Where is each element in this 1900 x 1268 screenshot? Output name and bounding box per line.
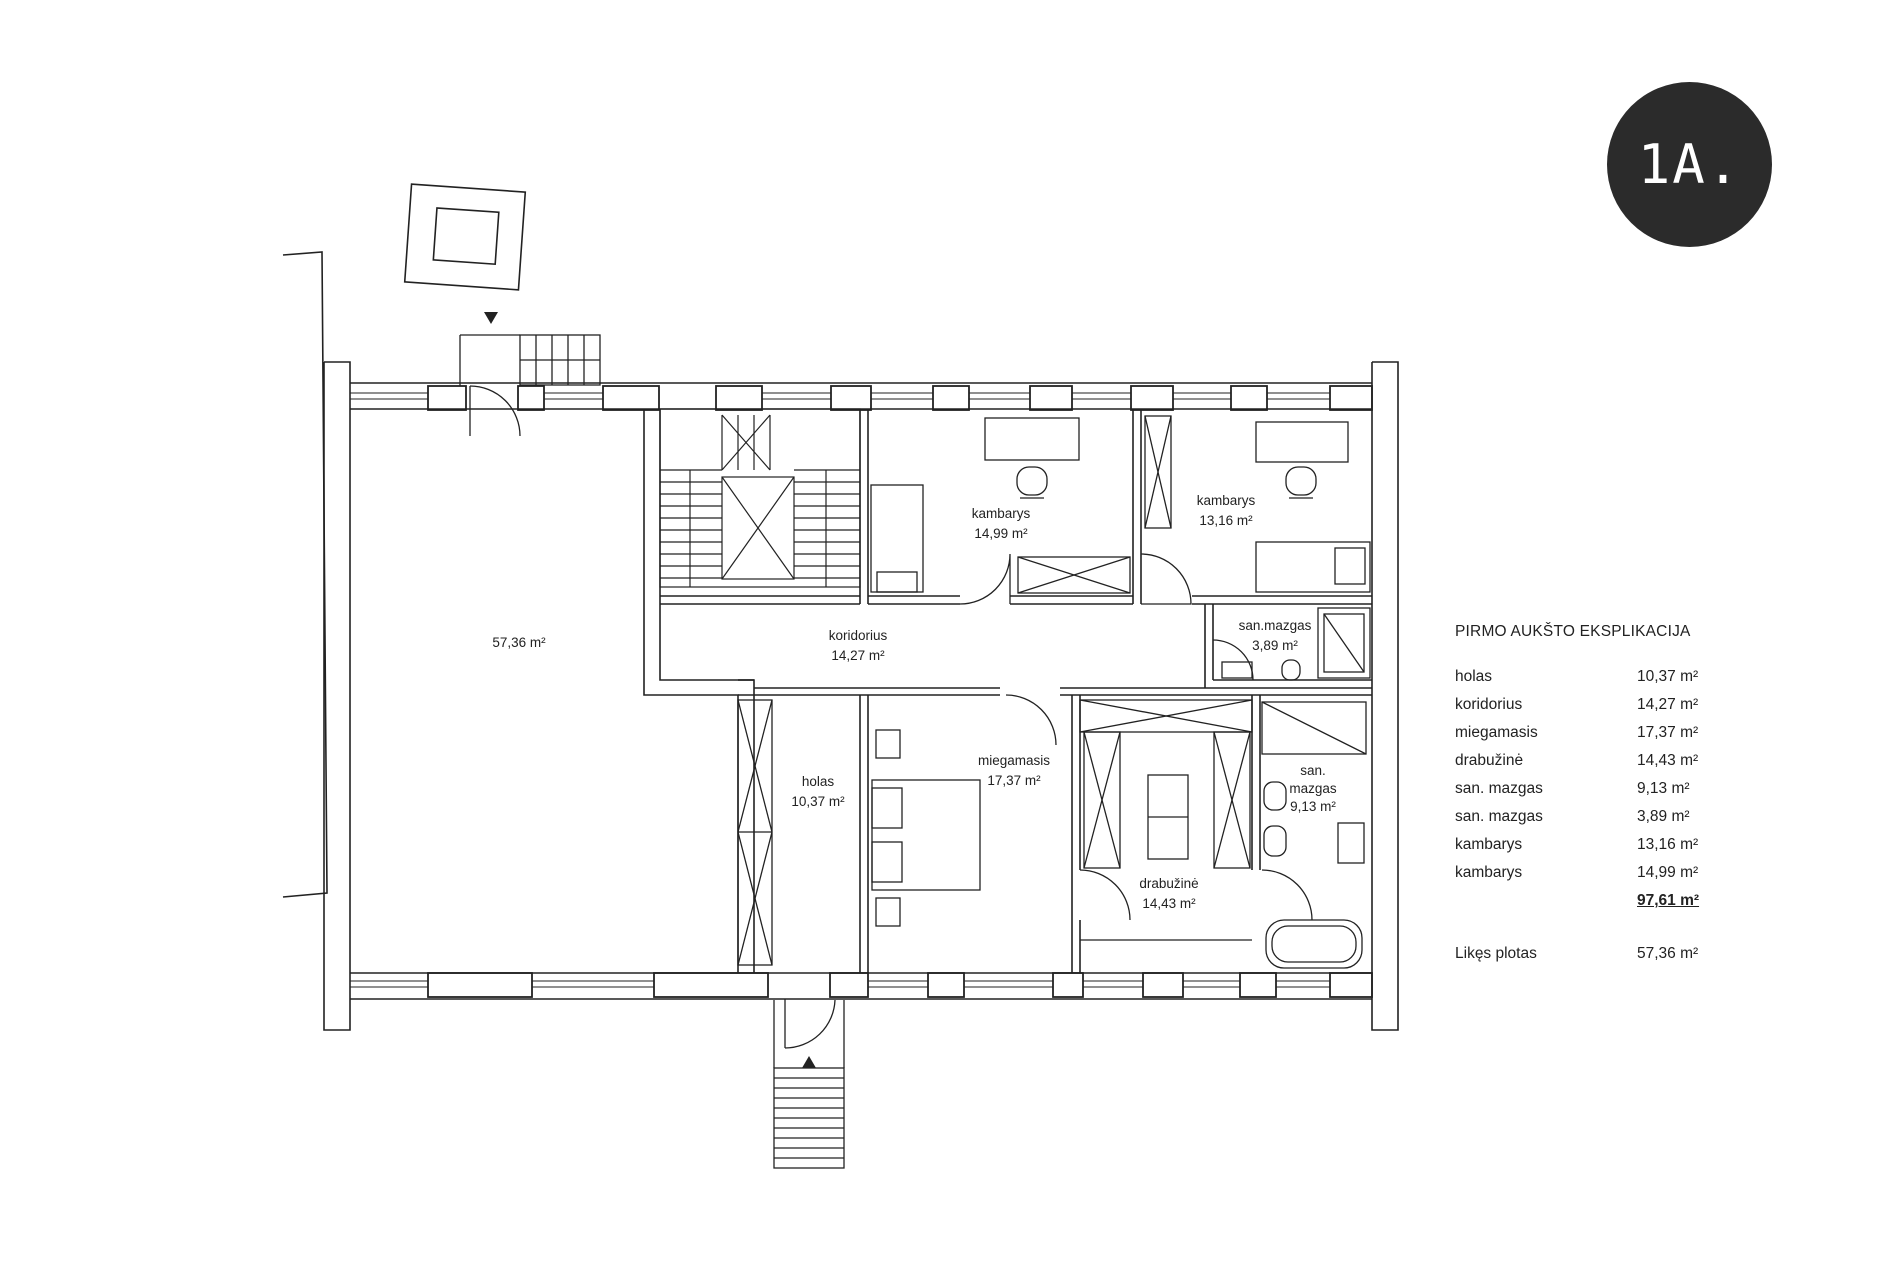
room-labels: 57,36 m² kambarys 14,99 m² kambarys 13,1…: [492, 493, 1337, 911]
internal-stairs: [659, 408, 861, 588]
entry-arrow-up: [802, 1056, 816, 1068]
top-windows: [350, 392, 1330, 400]
room-kambarys-2-name: kambarys: [1197, 493, 1256, 508]
outer-walls: [323, 361, 1399, 1031]
kambarys-2-furniture: [1140, 415, 1371, 605]
legend-title: PIRMO AUKŠTO EKSPLIKACIJA: [1455, 623, 1691, 640]
top-wall-piers: [427, 385, 1373, 411]
room-holas-name: holas: [802, 774, 835, 789]
area-legend: PIRMO AUKŠTO EKSPLIKACIJA holas 10,37 m² k…: [1455, 623, 1725, 963]
bathroom-fixtures: [1261, 701, 1367, 969]
room-miegamasis-area: 17,37 m²: [987, 773, 1041, 788]
site-boundary: [282, 251, 328, 898]
legend-row-label: san. mazgas: [1455, 808, 1543, 825]
legend-row-value: 3,89 m²: [1637, 808, 1690, 825]
legend-row-label: miegamasis: [1455, 724, 1538, 741]
legend-total-row: 97,61 m²: [1455, 887, 1725, 915]
legend-row-label: san. mazgas: [1455, 780, 1543, 797]
room-wc-small-area: 3,89 m²: [1252, 638, 1298, 653]
room-kambarys-1-area: 14,99 m²: [974, 526, 1028, 541]
legend-row: san. mazgas 9,13 m²: [1455, 775, 1725, 803]
legend-row-value: 14,27 m²: [1637, 696, 1699, 713]
room-bath-name-1: san.: [1300, 763, 1326, 778]
legend-row-label: koridorius: [1455, 696, 1523, 713]
legend-row: koridorius 14,27 m²: [1455, 691, 1725, 719]
legend-row-label: kambarys: [1455, 836, 1523, 853]
legend-row-value: 14,43 m²: [1637, 752, 1699, 769]
room-koridorius-area: 14,27 m²: [831, 648, 885, 663]
room-bath-area: 9,13 m²: [1290, 799, 1336, 814]
legend-row-label: kambarys: [1455, 864, 1523, 881]
room-wc-small-name: san.mazgas: [1239, 618, 1312, 633]
room-bath-name-2: mazgas: [1289, 781, 1337, 796]
legend-row: kambarys 14,99 m²: [1455, 859, 1725, 887]
room-miegamasis-name: miegamasis: [978, 753, 1050, 768]
kambarys-1-furniture: [870, 417, 1131, 605]
room-drabuzine-name: drabužinė: [1139, 876, 1198, 891]
legend-row-value: 14,99 m²: [1637, 864, 1699, 881]
legend-rest-label: Likęs plotas: [1455, 945, 1537, 962]
legend-rest-row: Likęs plotas 57,36 m²: [1455, 945, 1725, 963]
bottom-entrance: [773, 999, 845, 1169]
holas-wardrobe: [737, 699, 773, 966]
top-entrance: [459, 334, 601, 437]
drabuzine-furniture: [1079, 699, 1253, 941]
miegamasis-furniture: [871, 694, 1057, 927]
room-holas-area: 10,37 m²: [791, 794, 845, 809]
legend-row: holas 10,37 m²: [1455, 663, 1725, 691]
legend-row-value: 13,16 m²: [1637, 836, 1699, 853]
legend-row: san. mazgas 3,89 m²: [1455, 803, 1725, 831]
legend-rest-value: 57,36 m²: [1637, 945, 1699, 962]
plan-badge: 1A.: [1607, 82, 1772, 247]
legend-row-label: holas: [1455, 668, 1493, 685]
legend-rows: holas 10,37 m² koridorius 14,27 m² miegamasi…: [1455, 663, 1725, 887]
small-wc-fixtures: [1212, 607, 1371, 681]
legend-row-value: 9,13 m²: [1637, 780, 1690, 797]
room-kambarys-1-name: kambarys: [972, 506, 1031, 521]
room-koridorius-name: koridorius: [829, 628, 888, 643]
room-big-area: 57,36 m²: [492, 635, 546, 650]
bottom-wall-piers: [427, 972, 1373, 998]
legend-row-value: 17,37 m²: [1637, 724, 1699, 741]
interior-walls: [643, 409, 1372, 973]
legend-row-value: 10,37 m²: [1637, 668, 1699, 685]
legend-row: drabužinė 14,43 m²: [1455, 747, 1725, 775]
room-kambarys-2-area: 13,16 m²: [1199, 513, 1253, 528]
legend-row: kambarys 13,16 m²: [1455, 831, 1725, 859]
plan-badge-label: 1A.: [1637, 133, 1742, 196]
bottom-windows: [350, 980, 1330, 988]
planter-symbol: [403, 183, 527, 291]
legend-row-label: drabužinė: [1455, 752, 1524, 769]
room-drabuzine-area: 14,43 m²: [1142, 896, 1196, 911]
entry-arrow-down: [484, 312, 498, 324]
legend-row: miegamasis 17,37 m²: [1455, 719, 1725, 747]
legend-total: 97,61 m²: [1637, 892, 1700, 909]
